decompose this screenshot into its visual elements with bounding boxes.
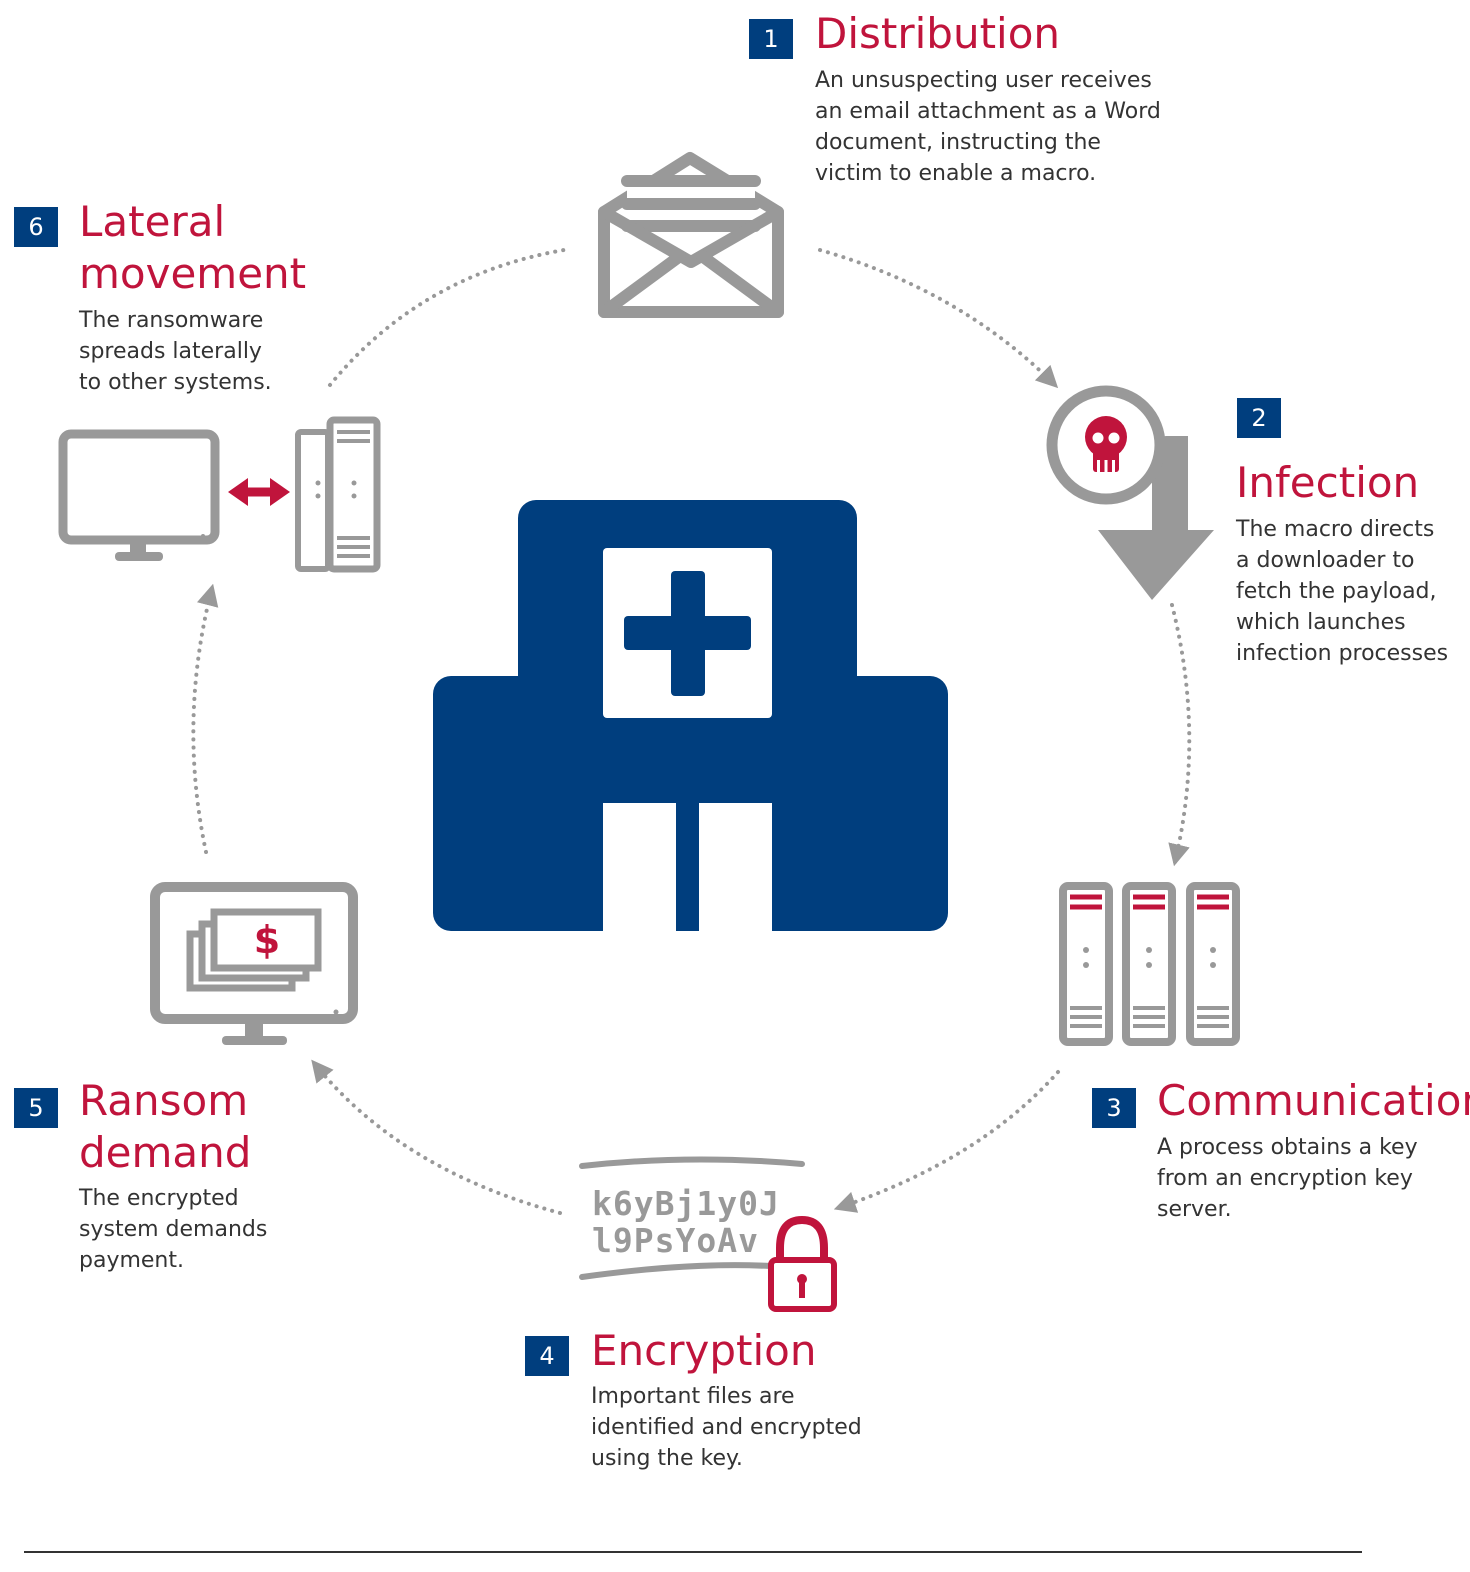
step-title: Ransom demand <box>79 1076 252 1177</box>
step-description: The macro directs a downloader to fetch … <box>1236 517 1449 666</box>
step-title: Encryption <box>591 1326 817 1375</box>
step-number-badge: 3 <box>1092 1088 1136 1128</box>
money-bills-icon <box>186 908 322 992</box>
arrow-2-to-3 <box>1168 603 1192 867</box>
bottom-divider <box>24 1551 1362 1553</box>
monitor-money-icon <box>150 882 358 1045</box>
step-number-badge: 4 <box>525 1336 569 1376</box>
cipher-text-line-1: k6yBj1y0J <box>592 1184 780 1223</box>
arrow-6-to-1 <box>328 248 566 387</box>
step-number-badge: 1 <box>749 19 793 59</box>
step-description: An unsuspecting user receives an email a… <box>815 68 1161 186</box>
hospital-icon <box>433 500 948 931</box>
arrow-5-to-6 <box>191 583 219 854</box>
step-description: The ransomware spreads laterally to othe… <box>79 308 272 395</box>
arrow-1-to-2 <box>818 248 1059 389</box>
skull-download-icon <box>1046 385 1214 600</box>
skull-icon <box>1085 416 1127 472</box>
step-number-badge: 2 <box>1237 398 1281 438</box>
step-number-badge: 5 <box>14 1088 58 1128</box>
monitor-server-icon <box>58 416 381 573</box>
server-unit <box>1122 882 1176 1046</box>
dollar-sign: $ <box>253 918 281 962</box>
padlock-icon <box>579 1156 837 1312</box>
step-description: Important files are identified and encry… <box>591 1384 862 1471</box>
step-title: Communication <box>1157 1076 1470 1125</box>
step-description: A process obtains a key from an encrypti… <box>1157 1135 1418 1222</box>
server-rack-icon <box>1059 882 1240 1046</box>
envelope-icon <box>598 152 784 318</box>
cipher-text-line-2: l9PsYoAv <box>592 1221 759 1260</box>
step-description: The encrypted system demands payment. <box>79 1186 268 1273</box>
arrow-3-to-4 <box>833 1070 1060 1213</box>
step-title: Distribution <box>815 9 1061 58</box>
cycle-arrows <box>191 248 1192 1215</box>
step-title: Infection <box>1236 458 1420 507</box>
server-unit <box>1059 882 1113 1046</box>
arrow-4-to-5 <box>311 1059 562 1215</box>
step-number-badge: 6 <box>14 207 58 247</box>
server-unit <box>1186 882 1240 1046</box>
bidirectional-arrow-icon <box>228 478 290 506</box>
step-title: Lateral movement <box>79 197 307 298</box>
